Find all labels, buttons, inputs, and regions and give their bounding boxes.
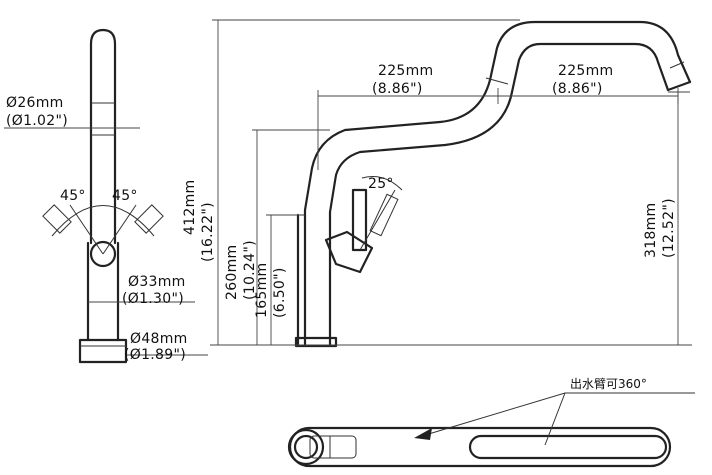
side-angle-line-left <box>69 204 104 255</box>
front-handle-rotated <box>369 193 399 237</box>
front-view: 25° 225mm (8.86") 225mm (8.86") 412mm (1… <box>182 19 692 348</box>
front-spout-outer <box>303 20 692 347</box>
side-handle-left <box>42 204 72 234</box>
front-total-height-in: (16.22") <box>200 202 216 262</box>
side-base-diameter-in: (Ø1.89") <box>124 347 186 363</box>
top-spout-inner <box>468 434 668 460</box>
top-view: 出水臂可360° <box>287 377 695 468</box>
front-base <box>294 336 338 348</box>
side-swing-arc <box>51 205 155 237</box>
front-spout-outlet <box>666 80 692 92</box>
front-reach-left: 225mm <box>378 63 434 79</box>
front-handle-angle: 25° <box>368 176 394 192</box>
front-outlet-height: 318mm <box>643 203 659 259</box>
side-handle-knob <box>89 240 117 268</box>
side-base <box>78 338 128 364</box>
side-body-diameter-in: (Ø1.30") <box>122 291 184 307</box>
side-handle-right <box>134 204 164 234</box>
side-angle-line-right <box>102 204 137 255</box>
side-angle-left: 45° <box>60 188 86 204</box>
front-reach-right: 225mm <box>558 63 614 79</box>
top-rotation-note: 出水臂可360° <box>570 377 647 391</box>
front-handle-lever <box>351 188 368 252</box>
front-reach-left-in: (8.86") <box>372 81 423 97</box>
front-spout-inner <box>328 42 670 347</box>
front-reach-right-in: (8.86") <box>552 81 603 97</box>
top-leader-line-2 <box>544 392 566 446</box>
front-body-height: 165mm <box>254 263 270 319</box>
front-outlet-height-in: (12.52") <box>661 198 677 258</box>
front-spout-band <box>485 77 509 85</box>
front-total-height: 412mm <box>182 180 198 236</box>
front-spout-band-2 <box>669 61 685 69</box>
top-spout-outline <box>288 426 672 468</box>
side-angle-right: 45° <box>112 188 138 204</box>
side-spout-diameter-in: (Ø1.02") <box>6 113 68 129</box>
front-elbow-height: 260mm <box>224 245 240 301</box>
side-body-diameter: Ø33mm <box>128 274 186 290</box>
front-body-height-in: (6.50") <box>272 267 288 318</box>
top-base-outer <box>287 428 325 466</box>
top-leader-arrow <box>414 428 432 440</box>
front-angle-arc <box>361 176 403 191</box>
front-handle-angle-line <box>359 189 396 251</box>
side-view: 45° 45° Ø26mm (Ø1.02") Ø33mm (Ø1.30") Ø4… <box>4 28 208 364</box>
front-handle-body <box>324 230 374 274</box>
top-handle <box>309 435 357 459</box>
front-elbow-height-in: (10.24") <box>242 240 258 300</box>
side-spout <box>89 28 117 245</box>
top-leader-line <box>421 392 695 437</box>
top-base-inner <box>293 434 319 460</box>
side-spout-diameter: Ø26mm <box>6 95 64 111</box>
side-base-diameter: Ø48mm <box>130 331 188 347</box>
side-body <box>86 241 120 342</box>
